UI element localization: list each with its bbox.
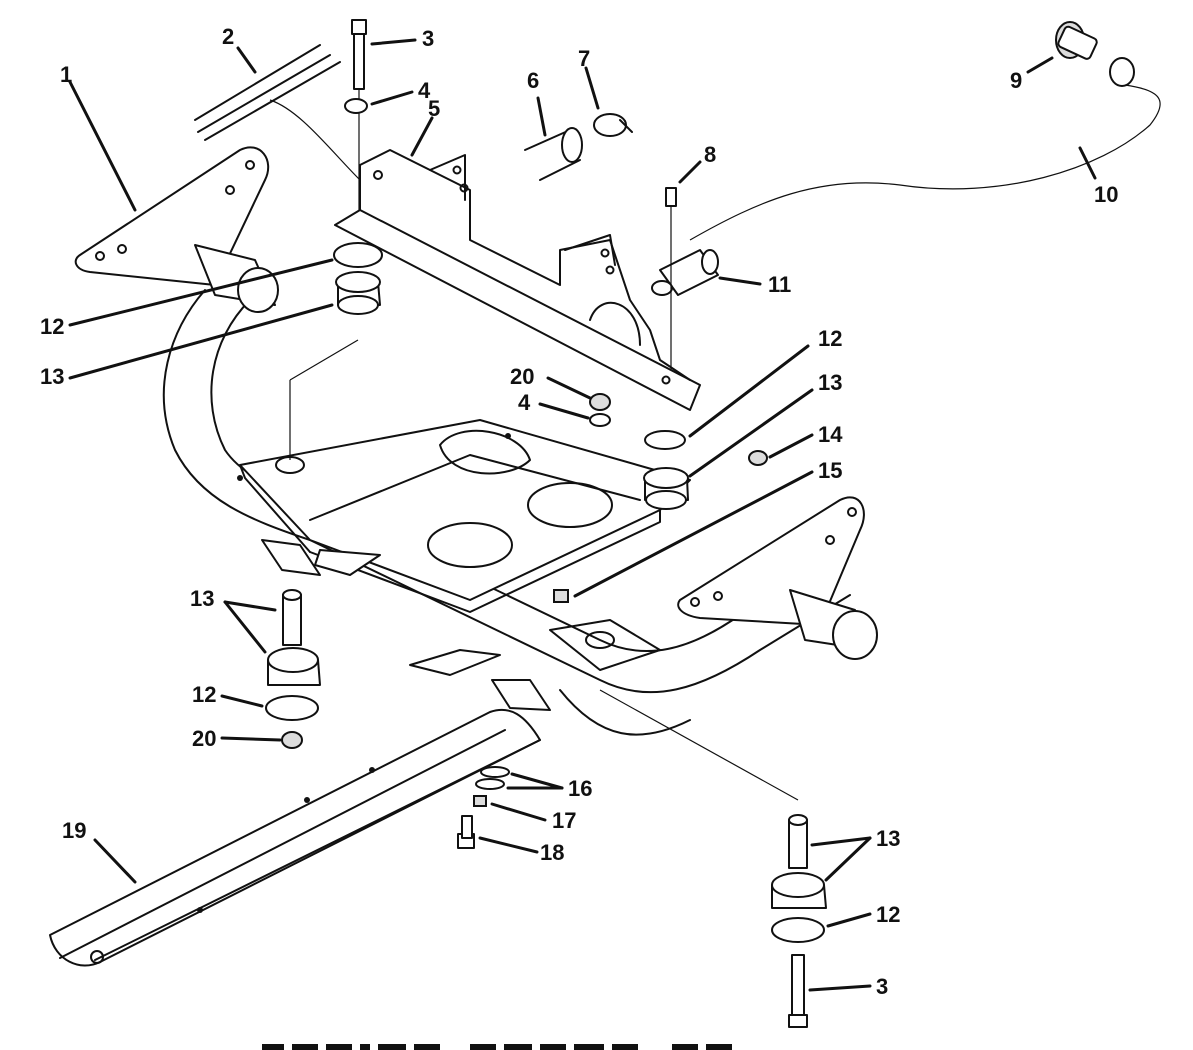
bolt-8 (665, 187, 677, 370)
washer-4-mid (589, 413, 611, 427)
callout-11: 11 (768, 272, 791, 297)
nut-20-mid (589, 393, 611, 411)
callout-13-right: 13 (818, 370, 842, 395)
leader-lines (68, 38, 1097, 992)
fuel-line (689, 84, 1161, 241)
callout-labels: 1 2 3 4 5 6 7 8 9 10 11 12 13 20 4 12 13… (40, 24, 1118, 999)
callout-3: 3 (422, 26, 434, 51)
callout-13-lower-right: 13 (876, 826, 900, 851)
callout-20-lower-left: 20 (192, 726, 216, 751)
callout-15: 15 (818, 458, 842, 483)
bolt-3-top (351, 19, 367, 210)
callout-3-lower-right: 3 (876, 974, 888, 999)
callout-14: 14 (818, 422, 843, 447)
callout-12-lower-right: 12 (876, 902, 900, 927)
nut-15 (553, 589, 569, 603)
callout-17: 17 (552, 808, 576, 833)
callout-19: 19 (62, 818, 86, 843)
nut-14 (748, 450, 768, 466)
left-side-bracket (74, 146, 279, 313)
throttle-rod (194, 44, 361, 181)
callout-6: 6 (527, 68, 539, 93)
callout-18: 18 (540, 840, 564, 865)
callout-13-lower-left: 13 (190, 586, 214, 611)
isolator-left (289, 242, 383, 460)
callout-7: 7 (578, 46, 590, 71)
callout-16: 16 (568, 776, 592, 801)
callout-1: 1 (60, 62, 72, 87)
frame-tabs (261, 539, 551, 711)
isolator-stack-lower-right (599, 689, 827, 1028)
engine-plate (237, 419, 691, 671)
shutoff-valve (651, 249, 719, 296)
cropped-title (262, 1044, 732, 1050)
spacer-17 (473, 795, 487, 807)
callout-4: 4 (418, 78, 431, 103)
fitting-9 (1055, 21, 1135, 87)
bolt-18 (457, 815, 475, 849)
callout-20: 20 (510, 364, 534, 389)
callout-10: 10 (1094, 182, 1118, 207)
springs-16 (475, 766, 510, 790)
callout-5: 5 (428, 96, 440, 121)
cross-bracket (334, 149, 701, 411)
callout-12: 12 (40, 314, 64, 339)
washer-4-top (344, 98, 368, 114)
callout-9: 9 (1010, 68, 1022, 93)
callout-13: 13 (40, 364, 64, 389)
callout-8: 8 (704, 142, 716, 167)
callout-4-mid: 4 (518, 390, 531, 415)
callout-2: 2 (222, 24, 234, 49)
side-channel (49, 708, 541, 967)
isolator-stack-lower-left (265, 589, 321, 749)
callout-12-right: 12 (818, 326, 842, 351)
hose-clamp (593, 113, 633, 137)
isolator-right (643, 430, 689, 510)
callout-12-lower-left: 12 (192, 682, 216, 707)
hose (524, 127, 583, 181)
right-side-bracket (677, 496, 878, 660)
